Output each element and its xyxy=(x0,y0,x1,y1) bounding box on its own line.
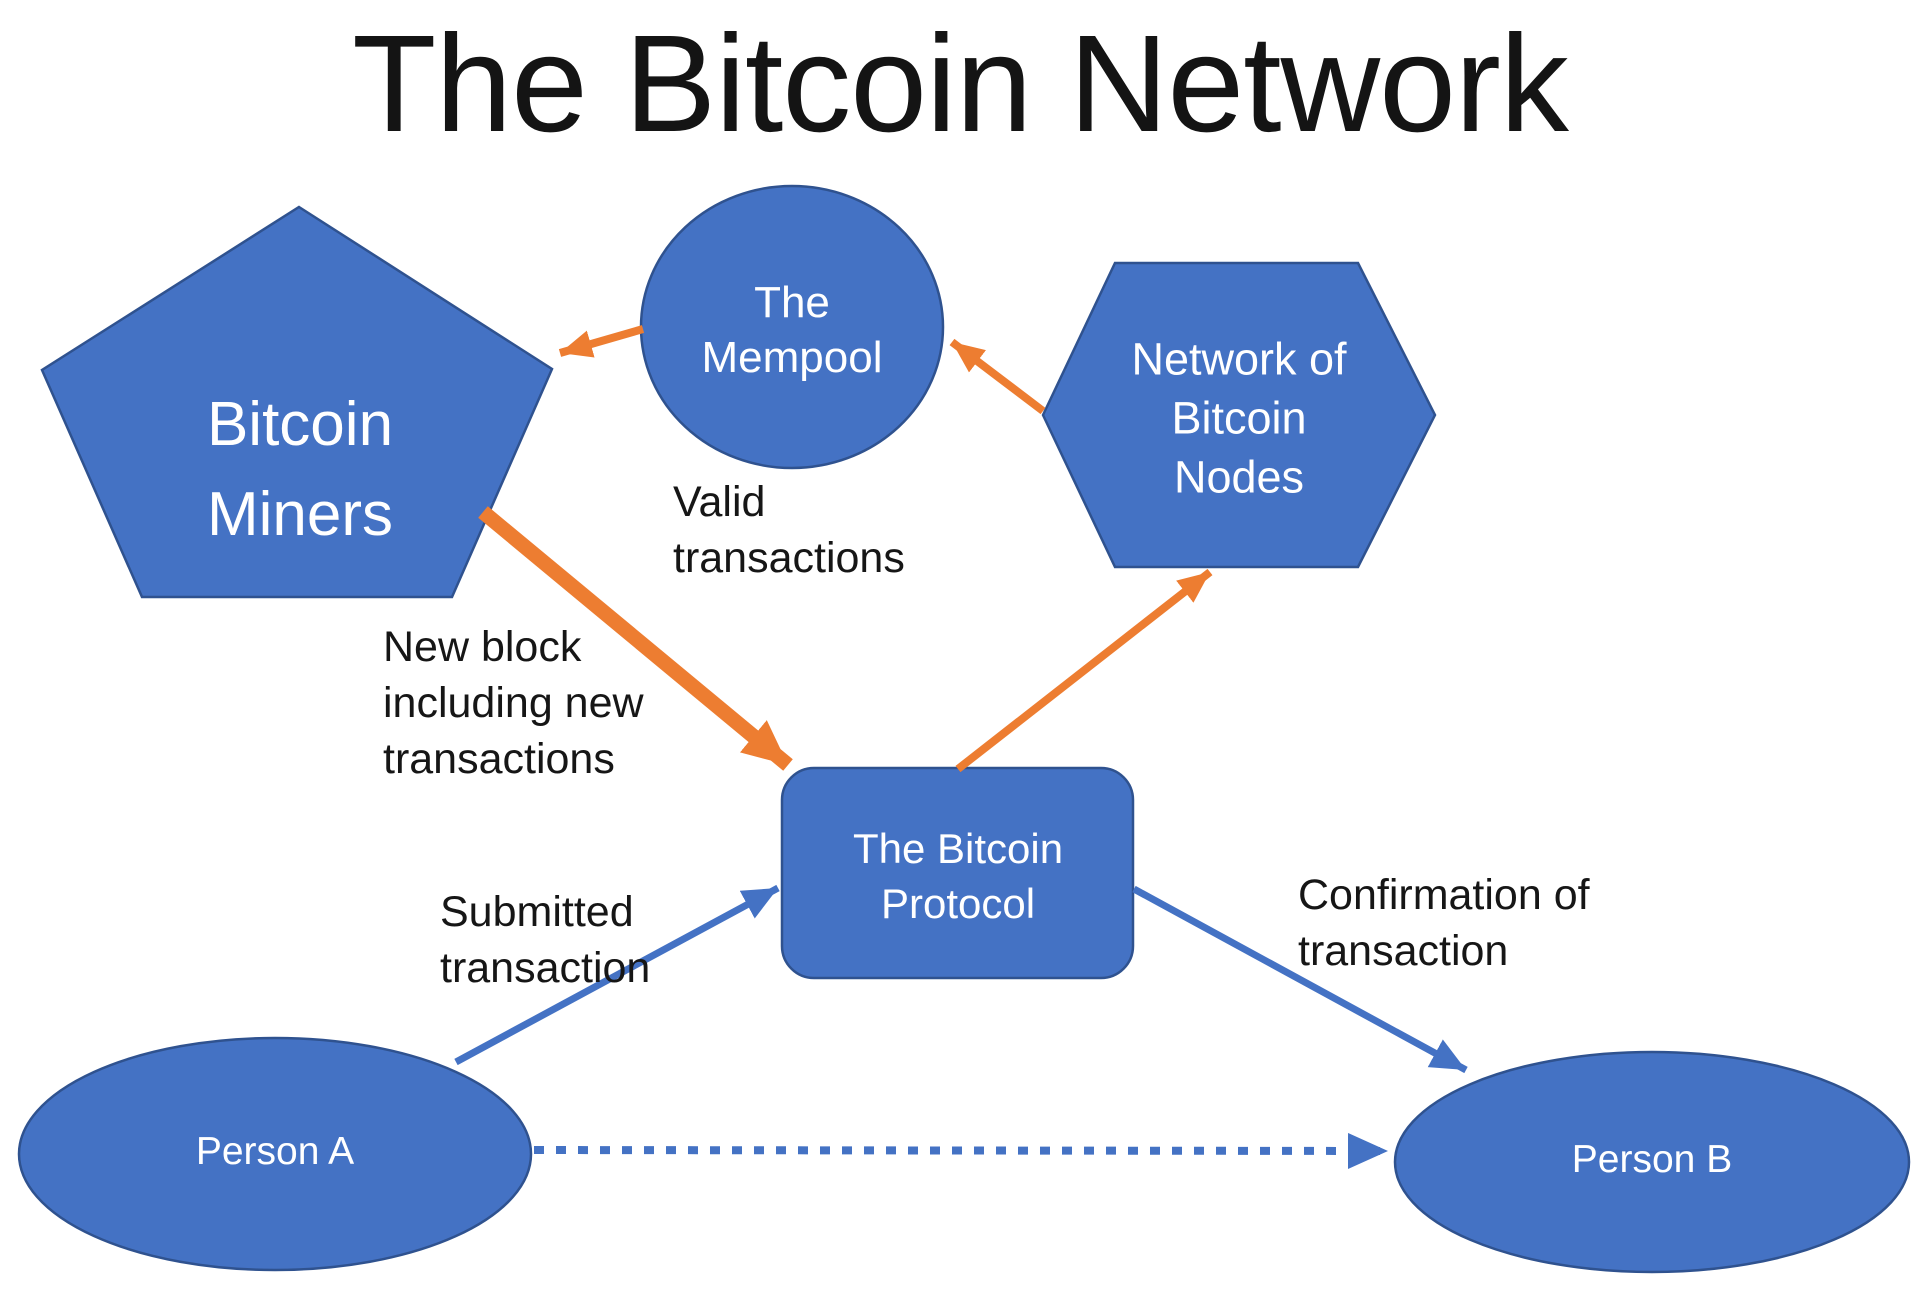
miners-label-line2: Miners xyxy=(206,480,394,549)
nodes-network-label: Network of Bitcoin Nodes xyxy=(1131,330,1346,507)
mempool-label: The Mempool xyxy=(702,275,883,385)
confirmation-line2: transaction xyxy=(1298,927,1509,975)
new-block-line1: New block xyxy=(383,623,582,671)
arrow-nodes-to-mempool xyxy=(949,338,1046,415)
miners-pentagon xyxy=(40,205,554,599)
protocol-label: The Bitcoin Protocol xyxy=(853,821,1063,931)
nodes-network-label-line3: Nodes xyxy=(1173,451,1305,503)
protocol-label-line1: The Bitcoin xyxy=(852,825,1064,872)
nodes-hexagon xyxy=(1041,261,1437,569)
arrow-protocol-to-personb xyxy=(1132,885,1468,1074)
arrow-persona-to-personb-dotted xyxy=(533,1132,1389,1169)
submitted-line2: transaction xyxy=(440,944,651,992)
confirmation-line1: Confirmation of xyxy=(1298,871,1590,919)
arrow-miners-to-protocol xyxy=(478,506,793,771)
mempool-label-line1: The xyxy=(754,278,830,327)
protocol-label-line2: Protocol xyxy=(880,880,1036,927)
new-block-line3: transactions xyxy=(383,735,615,783)
label-valid-transactions: Valid transactions xyxy=(673,474,905,586)
person-a-label: Person A xyxy=(195,1130,355,1173)
nodes-network-label-line2: Bitcoin xyxy=(1171,392,1307,444)
person-b-label: Person B xyxy=(1571,1138,1733,1181)
label-new-block: New block including new transactions xyxy=(383,619,644,787)
miners-label: Bitcoin Miners xyxy=(207,380,393,560)
nodes-network-label-line1: Network of xyxy=(1131,333,1347,385)
arrow-mempool-to-miners xyxy=(558,325,645,358)
valid-transactions-line2: transactions xyxy=(673,534,905,582)
miners-label-line1: Bitcoin xyxy=(206,390,394,459)
page-title: The Bitcoin Network xyxy=(352,7,1569,161)
person-b-ellipse xyxy=(1393,1050,1911,1274)
submitted-line1: Submitted xyxy=(440,888,634,936)
new-block-line2: including new xyxy=(383,679,644,727)
arrow-protocol-to-nodes xyxy=(955,568,1213,773)
mempool-label-line2: Mempool xyxy=(701,333,883,382)
label-confirmation-of-transaction: Confirmation of transaction xyxy=(1298,867,1590,979)
arrow-persona-to-protocol xyxy=(454,884,780,1066)
label-submitted-transaction: Submitted transaction xyxy=(440,884,650,996)
valid-transactions-line1: Valid xyxy=(673,478,766,526)
person-a-ellipse xyxy=(17,1036,533,1272)
